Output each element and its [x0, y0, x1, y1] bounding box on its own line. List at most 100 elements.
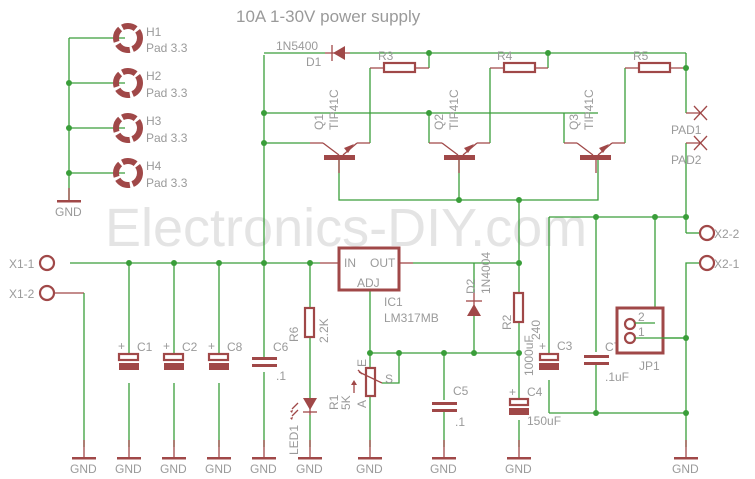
svg-text:GND: GND	[296, 462, 323, 476]
svg-text:X1-2: X1-2	[9, 287, 35, 301]
svg-text:H1: H1	[146, 25, 162, 39]
pad1[interactable]: PAD1	[671, 105, 708, 137]
svg-text:X1-1: X1-1	[9, 257, 35, 271]
svg-text:.1: .1	[455, 415, 465, 429]
ground-r1: GND	[356, 447, 383, 476]
resistor-r3: R3	[378, 49, 417, 74]
svg-text:GND: GND	[672, 462, 699, 476]
svg-text:+: +	[208, 339, 215, 353]
svg-text:150uF: 150uF	[527, 414, 561, 428]
connector-x2-2[interactable]: X2-2	[698, 224, 740, 242]
svg-text:C4: C4	[527, 385, 543, 399]
svg-text:1N5400: 1N5400	[276, 39, 318, 53]
svg-text:GND: GND	[505, 462, 532, 476]
ground-x1-2: GND	[70, 447, 97, 476]
svg-text:GND: GND	[160, 462, 187, 476]
svg-text:IC1: IC1	[384, 295, 403, 309]
svg-text:GND: GND	[250, 462, 277, 476]
capacitor-c1: + C1	[117, 339, 153, 370]
svg-text:5K: 5K	[339, 395, 353, 410]
svg-text:IN: IN	[344, 256, 356, 270]
svg-text:R1: R1	[327, 394, 341, 410]
ground-output: GND	[672, 447, 699, 476]
svg-text:GND: GND	[356, 462, 383, 476]
resistor-r6: R6 2.2K	[287, 306, 331, 343]
svg-text:H3: H3	[146, 114, 162, 128]
svg-text:Pad 3.3: Pad 3.3	[146, 131, 188, 145]
schematic-title: 10A 1-30V power supply	[236, 7, 421, 26]
svg-text:TIP41C: TIP41C	[447, 89, 461, 130]
junction-dots	[126, 50, 689, 416]
svg-text:X2-2: X2-2	[714, 227, 740, 241]
svg-text:PAD1: PAD1	[671, 123, 702, 137]
svg-text:S: S	[385, 372, 393, 386]
svg-text:+: +	[118, 339, 125, 353]
mounting-holes: H1 Pad 3.3 H2 Pad 3.3 H3 Pad 3.3 H4 Pad …	[55, 23, 188, 219]
svg-text:2.2K: 2.2K	[317, 318, 331, 343]
capacitor-c5: C5 .1	[432, 384, 469, 429]
svg-text:ADJ: ADJ	[357, 276, 380, 290]
transistor-q2: Q2 TIP41C	[432, 89, 478, 173]
diode-d1: 1N5400 D1	[276, 39, 350, 69]
regulator-ic1: IN OUT ADJ IC1 LM317MB	[337, 246, 439, 325]
potentiometer-r1[interactable]: R1 5K E S A	[327, 359, 393, 410]
svg-text:R4: R4	[497, 49, 513, 63]
transistor-q3: Q3 TIP41C	[567, 89, 613, 173]
svg-text:X2-1: X2-1	[714, 257, 740, 271]
svg-text:GND: GND	[115, 462, 142, 476]
jumper-jp1[interactable]: 2 1 JP1	[615, 306, 686, 373]
connector-x1-1[interactable]: X1-1	[9, 254, 56, 272]
svg-text:C5: C5	[453, 384, 469, 398]
svg-text:R2: R2	[500, 314, 514, 330]
wires	[55, 52, 700, 447]
ground-symbols: GND GND GND GND GND GND GND GND	[70, 447, 699, 476]
svg-text:+: +	[539, 339, 546, 353]
diode-d2: D2 1N4004	[464, 252, 493, 316]
svg-text:.1: .1	[276, 369, 286, 383]
transistor-q1: Q1 TIP41C	[312, 89, 358, 173]
svg-text:PAD2: PAD2	[671, 153, 702, 167]
svg-text:LM317MB: LM317MB	[384, 311, 439, 325]
svg-text:TIP41C: TIP41C	[582, 89, 596, 130]
resistor-r2: R2 240	[500, 291, 543, 340]
svg-text:2: 2	[638, 310, 645, 324]
svg-text:R3: R3	[378, 49, 394, 63]
svg-text:E: E	[355, 359, 369, 367]
capacitor-c4: + C4 150uF	[508, 385, 561, 428]
ground-c2: GND	[160, 447, 187, 476]
connector-x1-2[interactable]: X1-2	[9, 284, 56, 302]
connector-x2-1[interactable]: X2-1	[698, 254, 740, 272]
svg-text:.1uF: .1uF	[605, 370, 629, 384]
svg-text:H4: H4	[146, 159, 162, 173]
resistor-r4: R4	[497, 49, 537, 74]
svg-text:Pad 3.3: Pad 3.3	[146, 176, 188, 190]
svg-text:1000uF: 1000uF	[522, 335, 536, 376]
svg-text:Q3: Q3	[567, 114, 581, 130]
svg-text:LED1: LED1	[287, 425, 301, 455]
svg-text:+: +	[163, 339, 170, 353]
svg-text:C8: C8	[227, 340, 243, 354]
svg-text:D1: D1	[306, 55, 322, 69]
svg-text:240: 240	[529, 320, 543, 340]
capacitor-c3: + C3 1000uF	[522, 335, 573, 376]
svg-text:C2: C2	[182, 340, 198, 354]
capacitor-c8: + C8	[207, 339, 243, 370]
svg-text:GND: GND	[205, 462, 232, 476]
ground-led1: GND	[296, 447, 323, 476]
ground-c6: GND	[250, 447, 277, 476]
svg-text:GND: GND	[70, 462, 97, 476]
svg-text:C6: C6	[273, 340, 289, 354]
svg-text:Q2: Q2	[432, 114, 446, 130]
ground-c1: GND	[115, 447, 142, 476]
pad2[interactable]: PAD2	[671, 135, 708, 167]
svg-text:Pad 3.3: Pad 3.3	[146, 41, 188, 55]
mounting-hole-h1: H1 Pad 3.3	[113, 23, 188, 55]
svg-text:GND: GND	[430, 462, 457, 476]
mounting-hole-h4: H4 Pad 3.3	[113, 158, 188, 190]
svg-text:1: 1	[638, 325, 645, 339]
gnd-label: GND	[55, 205, 82, 219]
svg-text:C1: C1	[137, 340, 153, 354]
svg-text:+: +	[509, 385, 516, 399]
led-led1: LED1	[287, 398, 317, 455]
svg-text:R6: R6	[287, 326, 301, 342]
